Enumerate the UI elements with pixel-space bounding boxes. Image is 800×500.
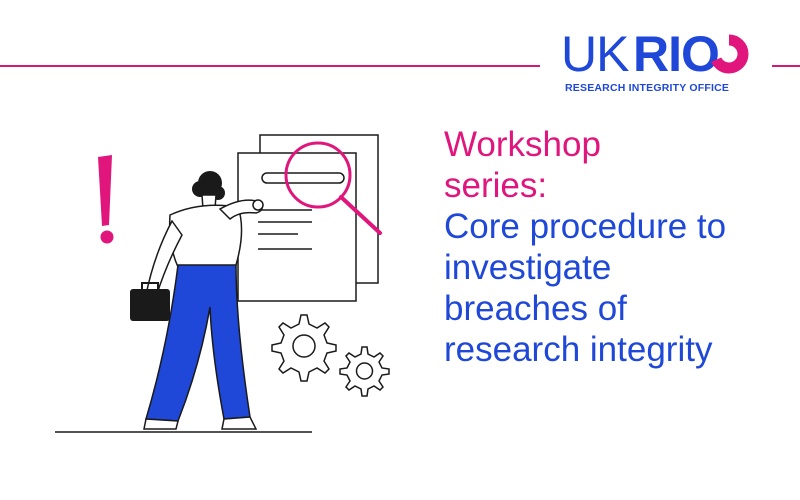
- gear-icon: [271, 314, 390, 397]
- magnifier-icon: [284, 141, 382, 235]
- person-figure: [130, 171, 264, 430]
- header-rule-right: [772, 65, 800, 67]
- logo-subtitle: RESEARCH INTEGRITY OFFICE: [565, 82, 730, 94]
- header-rule-left: [0, 65, 540, 67]
- document-icon: [237, 134, 379, 302]
- title-series: Workshop series:: [444, 125, 601, 205]
- briefcase-icon: [130, 282, 170, 321]
- title-topic: Core procedure to investigate breaches o…: [444, 207, 727, 369]
- logo-uk-text: UK: [561, 26, 629, 82]
- logo-rio-text: RIO: [633, 26, 720, 82]
- exclamation-icon: [98, 155, 114, 244]
- page-title: Workshop series: Core procedure to inves…: [444, 124, 764, 370]
- logo-ring-icon: [709, 34, 749, 74]
- investigation-illustration: [55, 134, 390, 433]
- ukrio-logo: UK RIO RESEARCH INTEGRITY OFFICE: [561, 28, 773, 103]
